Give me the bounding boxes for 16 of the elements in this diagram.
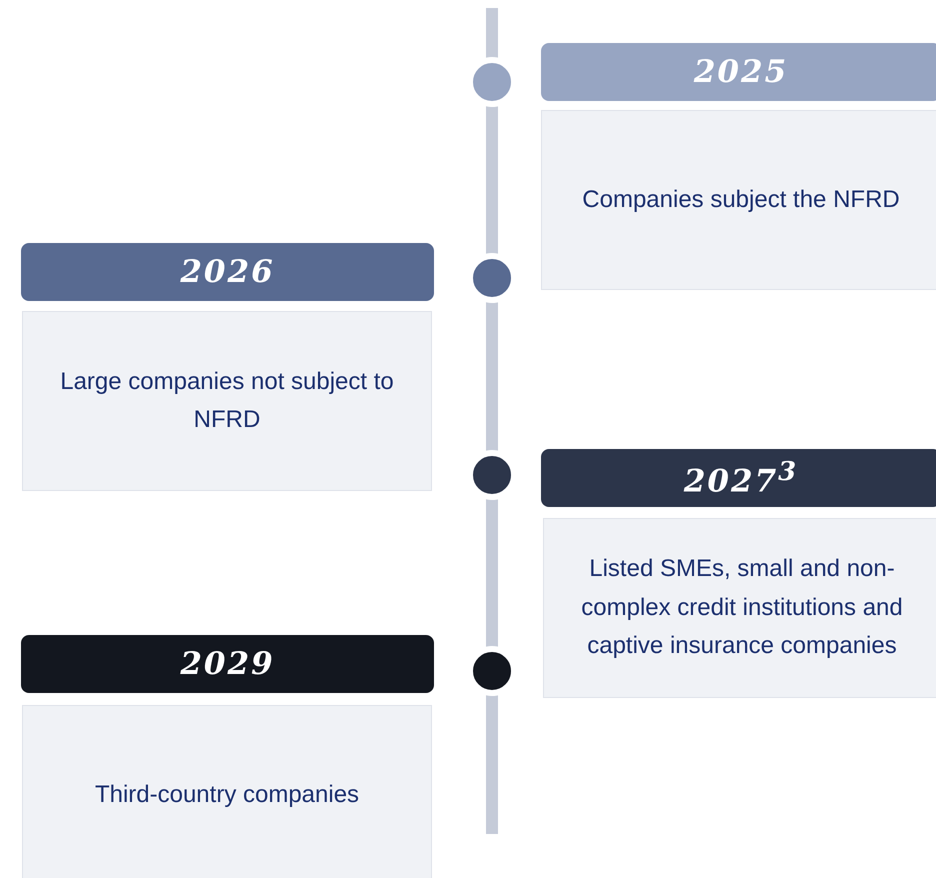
year-label: 2026 xyxy=(180,254,275,290)
year-header xyxy=(541,43,936,101)
description-text: Large companies not subject to NFRD xyxy=(59,366,395,435)
description-text: Third-country companies xyxy=(94,780,360,810)
year-label: 2029 xyxy=(180,646,275,682)
description-card xyxy=(22,705,432,878)
description-text: Listed SMEs, small and non-complex credit institutions and captive insurance companies xyxy=(580,554,904,662)
year-label: 2025 xyxy=(694,54,788,90)
description-card xyxy=(22,311,432,491)
description-text: Companies subject the NFRD xyxy=(582,184,900,215)
year-header xyxy=(21,243,434,301)
year-header xyxy=(21,635,434,693)
description-card xyxy=(541,110,936,290)
year-label: 2027$^{3}$ xyxy=(684,456,798,500)
year-header xyxy=(541,449,936,507)
description-card xyxy=(543,518,936,698)
